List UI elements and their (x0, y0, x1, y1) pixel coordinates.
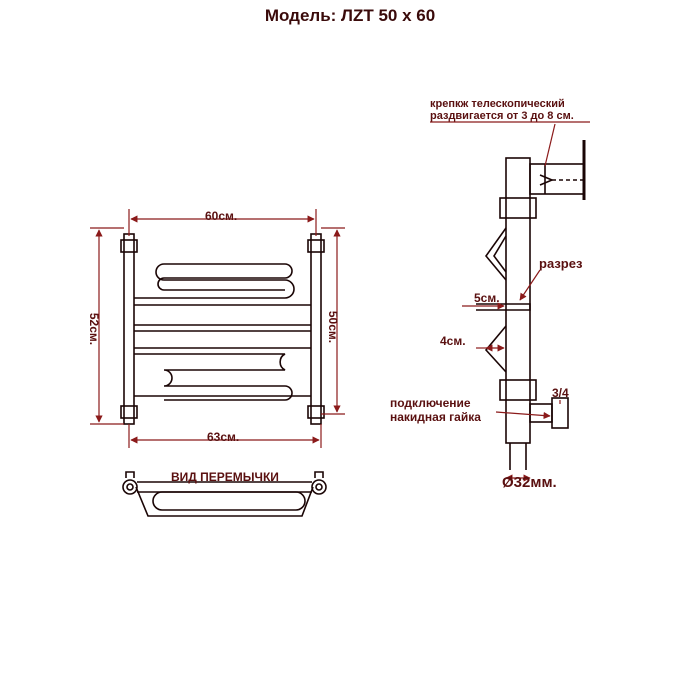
upper-nut (499, 197, 537, 219)
connection-label-line2: накидная гайка (390, 410, 481, 424)
bridge-view (122, 471, 327, 517)
middle-crossbar (134, 324, 311, 332)
bridge-outer (135, 486, 314, 517)
upper-coil (134, 263, 295, 299)
top-width-label: 60см. (205, 209, 238, 223)
side-view (476, 140, 586, 470)
dim-5-label: 5см. (474, 291, 500, 305)
mount-leader (544, 123, 556, 167)
bridge-inner (152, 491, 306, 511)
connection-label-line1: подключение (390, 396, 471, 410)
left-post-cap-bottom (120, 405, 138, 419)
bridge-right-nut (311, 479, 327, 495)
right-post-cap-top (307, 239, 325, 253)
model-title: Модель: ЛZT 50 х 60 (264, 6, 436, 25)
left-height-label: 52см. (87, 312, 102, 346)
front-view (120, 233, 325, 425)
right-post (310, 233, 322, 425)
diameter-label: Ø32мм. (502, 474, 557, 491)
cut-label: разрез (539, 256, 583, 271)
lower-bracket (484, 325, 507, 373)
connection-leader (495, 411, 551, 420)
lower-coil (134, 353, 293, 401)
connection-fitting (529, 403, 553, 423)
right-post-cap-bottom (307, 405, 325, 419)
right-height-label: 50см. (326, 310, 341, 344)
bottom-width-label: 63см. (207, 430, 240, 444)
side-pipe (505, 157, 531, 444)
left-post-cap-top (120, 239, 138, 253)
dim-4-label: 4см. (440, 334, 466, 348)
bridge-view-label: ВИД ПЕРЕМЫЧКИ (171, 470, 279, 484)
mount-label-line1: крепкж телескопический (430, 98, 565, 110)
bridge-left-nut (122, 479, 138, 495)
front-dimensions (90, 209, 345, 448)
lower-nut (499, 379, 537, 401)
thread-label: 3/4 (552, 386, 569, 400)
cut-leader (519, 269, 541, 301)
side-dimensions (430, 121, 590, 482)
telescopic-mount (529, 163, 585, 195)
mount-label-line2: раздвигается от 3 до 8 см. (430, 110, 574, 122)
left-post (123, 233, 135, 425)
upper-bracket (484, 227, 507, 281)
